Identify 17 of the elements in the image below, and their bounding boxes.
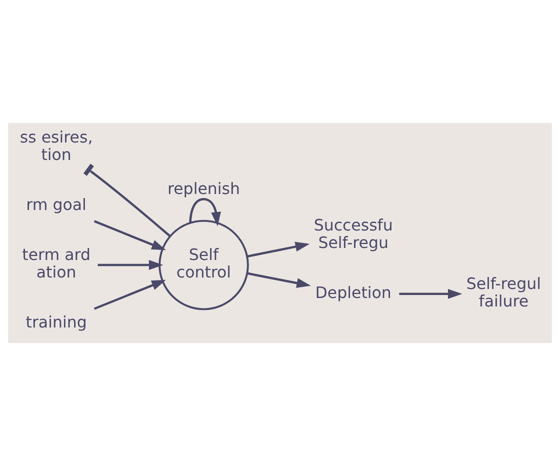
node-text: Self-regul failure (466, 274, 542, 311)
arrow (189, 198, 221, 226)
node-text: training (26, 312, 87, 332)
arrow (399, 288, 462, 299)
arrow (246, 272, 311, 288)
node-text: ss esires, tion (20, 128, 93, 164)
arrow (246, 242, 310, 258)
node-text: Depletion (315, 282, 392, 302)
node-circle: Self control (158, 220, 249, 310)
node-text: Successfu Self-regu (314, 215, 393, 252)
arrow (94, 220, 166, 250)
node-text: term ard ation (22, 245, 90, 282)
arrow (98, 260, 164, 270)
connector (83, 164, 171, 238)
edge-label: replenish (167, 179, 240, 198)
node-text: rm goal (26, 195, 86, 214)
arrow (94, 280, 166, 310)
